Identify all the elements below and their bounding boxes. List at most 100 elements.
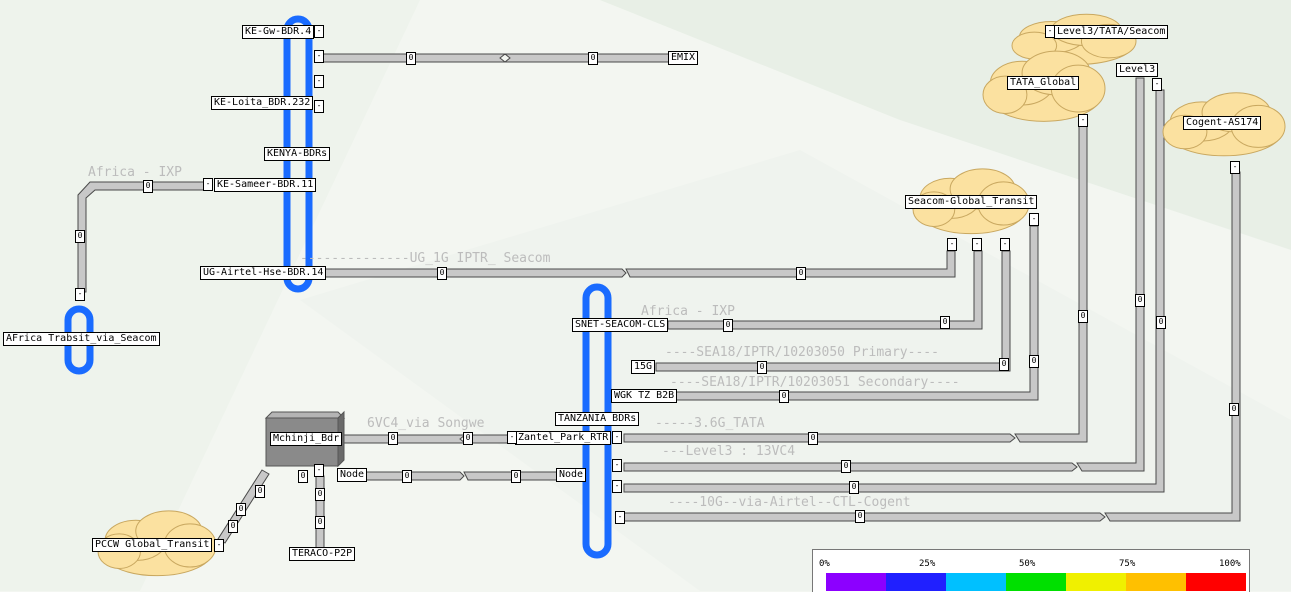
port-dash[interactable]: -	[507, 431, 517, 444]
port-dash[interactable]: -	[314, 75, 324, 88]
port-dash[interactable]: -	[947, 238, 957, 251]
port-value[interactable]: 0	[1229, 403, 1239, 416]
link-node-node	[363, 471, 559, 481]
port-dash[interactable]: -	[612, 431, 622, 444]
link-tz-level3b	[623, 89, 1165, 493]
legend-tick: 0%	[819, 559, 830, 569]
link-note: --------------UG_1G IPTR_ Seacom	[300, 251, 551, 266]
port-value[interactable]: 0	[315, 516, 325, 529]
port-dash[interactable]: -	[612, 480, 622, 493]
port-dash[interactable]: -	[1045, 25, 1055, 38]
port-dash[interactable]: -	[1230, 161, 1240, 174]
port-dash[interactable]: -	[1078, 114, 1088, 127]
port-value[interactable]: 0	[855, 510, 865, 523]
link-gw-emix	[319, 53, 673, 63]
port-value[interactable]: 0	[841, 460, 851, 473]
legend-tick: 75%	[1119, 559, 1136, 569]
link-mchinji-teraco	[315, 475, 325, 549]
port-value[interactable]: 0	[779, 390, 789, 403]
port-dash[interactable]: -	[314, 100, 324, 113]
node-level3[interactable]: Level3	[1116, 63, 1159, 77]
port-dash[interactable]: -	[314, 25, 324, 38]
port-value[interactable]: 0	[402, 470, 412, 483]
link-note: ----SEA18/IPTR/10203050 Primary----	[665, 345, 939, 360]
legend-swatch	[1186, 573, 1246, 591]
node-tata-global[interactable]: TATA_Global	[1007, 76, 1080, 90]
node-africa-trabsit[interactable]: AFrica Trabsit_via_Seacom	[3, 332, 160, 346]
port-value[interactable]: 0	[437, 267, 447, 280]
port-dash[interactable]: -	[615, 511, 625, 524]
node-kenya-bdrs[interactable]: KENYA-BDRs	[264, 147, 331, 161]
port-value[interactable]: 0	[940, 316, 950, 329]
link-note: Africa - IXP	[88, 165, 182, 180]
port-value[interactable]: 0	[406, 52, 416, 65]
port-value[interactable]: 0	[75, 230, 85, 243]
legend-swatch	[886, 573, 946, 591]
node-pccw[interactable]: PCCW Global_Transit	[92, 538, 213, 552]
port-value[interactable]: 0	[1029, 355, 1039, 368]
legend-swatch	[826, 573, 886, 591]
port-value[interactable]: 0	[236, 503, 246, 516]
port-value[interactable]: 0	[228, 520, 238, 533]
port-dash[interactable]: -	[314, 50, 324, 63]
link-note: Africa - IXP	[641, 304, 735, 319]
node-ke-loita[interactable]: KE-Loita_BDR.232	[211, 96, 314, 110]
link-sameer-africa	[77, 181, 205, 293]
port-value[interactable]: 0	[849, 481, 859, 494]
node-level3-tata[interactable]: Level3/TATA/Seacom	[1054, 25, 1169, 39]
port-value[interactable]: 0	[796, 267, 806, 280]
port-dash[interactable]: -	[612, 459, 622, 472]
port-dash[interactable]: -	[1029, 213, 1039, 226]
node-mchinji[interactable]: Mchinji_Bdr	[270, 432, 343, 446]
port-value[interactable]: 0	[1135, 294, 1145, 307]
link-note: 6VC4_via Songwe	[367, 416, 485, 431]
node-snet-seacom[interactable]: SNET-SEACOM-CLS	[572, 318, 669, 332]
port-value[interactable]: 0	[808, 432, 818, 445]
port-dash[interactable]: -	[314, 464, 324, 477]
port-value[interactable]: 0	[315, 488, 325, 501]
port-value[interactable]: 0	[588, 52, 598, 65]
node-cogent[interactable]: Cogent-AS174	[1183, 116, 1262, 130]
port-value[interactable]: 0	[143, 180, 153, 193]
port-dash[interactable]: -	[203, 178, 213, 191]
port-dash[interactable]: -	[1152, 78, 1162, 91]
legend: 0% 25% 50% 75% 100%	[812, 549, 1250, 592]
node-teraco[interactable]: TERACO-P2P	[289, 547, 356, 561]
node-n15g[interactable]: 15G	[631, 360, 656, 374]
link-note: ----SEA18/IPTR/10203051 Secondary----	[670, 375, 960, 390]
node-node-left[interactable]: Node	[337, 468, 368, 482]
port-dash[interactable]: -	[1000, 238, 1010, 251]
link-note: ---Level3 : 13VC4	[662, 444, 796, 459]
legend-tick: 50%	[1019, 559, 1036, 569]
port-value[interactable]: 0	[1078, 310, 1088, 323]
legend-tick: 25%	[919, 559, 936, 569]
port-value[interactable]: 0	[255, 485, 265, 498]
port-value[interactable]: 0	[723, 319, 733, 332]
port-value[interactable]: 0	[388, 432, 398, 445]
node-tanzania-bdrs[interactable]: TANZANIA BDRs	[555, 412, 640, 426]
node-emix[interactable]: EMIX	[668, 51, 699, 65]
links	[77, 53, 1241, 549]
node-ug-airtel[interactable]: UG-Airtel-Hse-BDR.14	[200, 266, 327, 280]
port-value[interactable]: 0	[511, 470, 521, 483]
link-note: ----10G--via-Airtel--CTL-Cogent	[668, 495, 911, 510]
port-value[interactable]: 0	[298, 470, 308, 483]
node-seacom-global[interactable]: Seacom-Global_Transit	[905, 195, 1038, 209]
port-value[interactable]: 0	[463, 432, 473, 445]
link-tz-level3	[623, 77, 1145, 472]
node-wgk[interactable]: WGK TZ B2B	[611, 389, 678, 403]
legend-tick: 100%	[1219, 559, 1241, 569]
port-value[interactable]: 0	[999, 358, 1009, 371]
link-mchinji-zantel	[343, 434, 513, 444]
node-zantel[interactable]: Zantel_Park_RTR	[515, 431, 612, 445]
node-ke-sameer[interactable]: KE-Sameer-BDR.11	[214, 178, 317, 192]
node-ke-gw[interactable]: KE-Gw-BDR.4	[242, 25, 315, 39]
port-dash[interactable]: -	[972, 238, 982, 251]
port-dash[interactable]: -	[75, 288, 85, 301]
port-value[interactable]: 0	[757, 361, 767, 374]
port-value[interactable]: 0	[1156, 316, 1166, 329]
legend-swatch	[946, 573, 1006, 591]
port-dash[interactable]: -	[214, 539, 224, 552]
node-node-right[interactable]: Node	[556, 468, 587, 482]
